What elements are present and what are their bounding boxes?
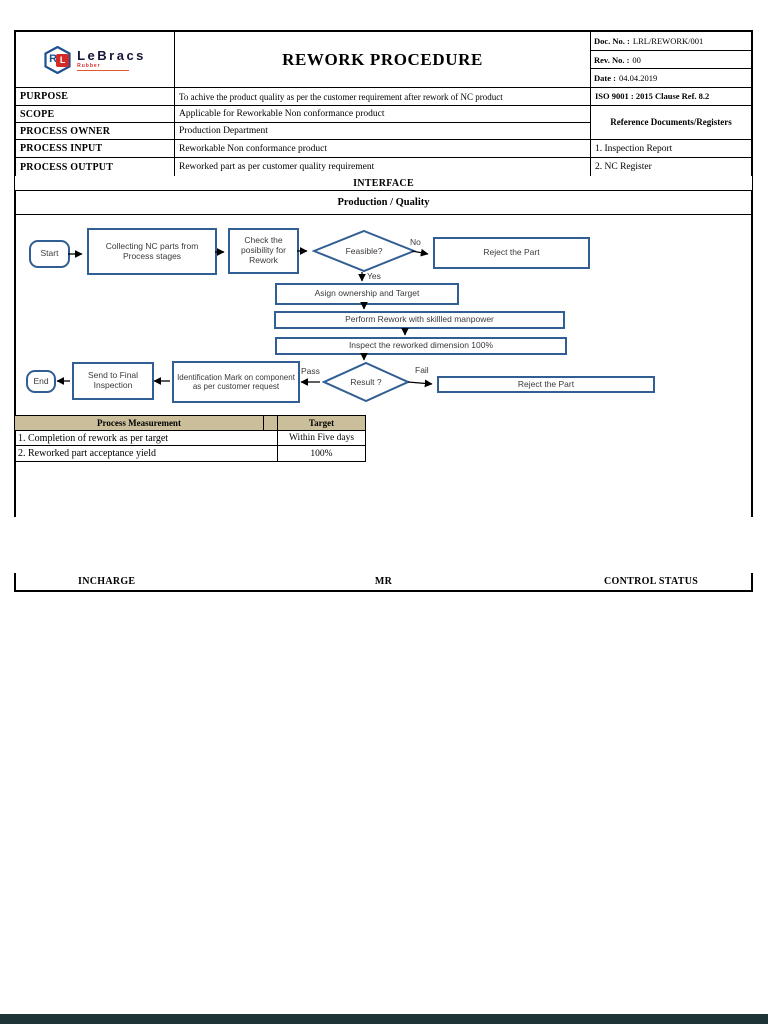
measurement-row-2-target: 100% — [310, 448, 333, 459]
flowchart-area: Start Collecting NC parts from Process s… — [14, 215, 753, 517]
flow-feasible-text: Feasible? — [345, 246, 383, 256]
page-bottom-edge-bar — [0, 1014, 768, 1024]
scope-label: SCOPE — [16, 106, 175, 123]
flow-pass-label: Pass — [301, 366, 320, 376]
logo-monogram-blue: R — [49, 52, 58, 65]
production-quality-header: Production / Quality — [14, 191, 753, 215]
purpose-label: PURPOSE — [16, 88, 175, 106]
measurement-row-2-name: 2. Reworked part acceptance yield — [15, 446, 278, 461]
flow-result-decision: Result ? — [322, 361, 410, 403]
measurement-row-1-name: 1. Completion of rework as per target — [15, 431, 278, 446]
process-output-value: Reworked part as per customer quality re… — [175, 158, 591, 176]
rev-number-value: 00 — [632, 54, 641, 65]
flow-fail-label: Fail — [415, 365, 429, 375]
flow-perform-rework-node: Perform Rework with skillled manpower — [274, 311, 565, 329]
logo-text: LeBracs Rubber — [77, 49, 146, 71]
flow-end-node: End — [26, 370, 56, 393]
flow-no-label: No — [410, 237, 421, 247]
flow-start-node: Start — [29, 240, 70, 268]
doc-meta: Doc. No. : LRL/REWORK/001 Rev. No. : 00 … — [591, 32, 751, 88]
interface-header: INTERFACE — [14, 176, 753, 191]
document-header-table: R L LeBracs Rubber REWORK PROCEDURE Doc.… — [14, 30, 753, 178]
flow-result-text: Result ? — [350, 377, 382, 387]
flow-reject-part-bottom-node: Reject the Part — [437, 376, 655, 393]
flow-check-possibility-node: Check the posibility for Rework — [228, 228, 299, 274]
reference-doc-1: 1. Inspection Report — [591, 140, 751, 158]
logo-monogram-red: L — [56, 53, 70, 67]
reference-documents-label: Reference Documents/Registers — [591, 106, 751, 140]
mr-label: MR — [374, 576, 393, 587]
process-input-label: PROCESS INPUT — [16, 140, 175, 158]
iso-clause-ref: ISO 9001 : 2015 Clause Ref. 8.2 — [591, 88, 751, 106]
flow-identification-mark-node: Identification Mark on component as per … — [172, 361, 300, 403]
logo-cell: R L LeBracs Rubber — [16, 32, 175, 88]
flow-reject-part-top-node: Reject the Part — [433, 237, 590, 269]
process-output-label: PROCESS OUTPUT — [16, 158, 175, 176]
process-measurement-table: Process Measurement Target 1. Completion… — [14, 415, 366, 462]
doc-number-value: LRL/REWORK/001 — [632, 35, 704, 46]
date-label: Date : — [594, 73, 616, 84]
doc-number-label: Doc. No. : — [594, 35, 630, 46]
doc-number-row: Doc. No. : LRL/REWORK/001 — [591, 32, 751, 51]
reference-doc-2: 2. NC Register — [595, 162, 652, 172]
target-col-header: Target — [278, 416, 365, 431]
measurement-row-1-target: Within Five days — [278, 431, 365, 446]
rev-number-row: Rev. No. : 00 — [591, 51, 751, 70]
lebracs-logo: R L LeBracs Rubber — [44, 45, 146, 74]
control-status-label: CONTROL STATUS — [604, 576, 699, 587]
date-value: 04.04.2019 — [618, 73, 658, 84]
purpose-value: To achive the product quality as per the… — [175, 88, 591, 106]
date-row: Date : 04.04.2019 — [591, 69, 751, 87]
measurement-col-header: Process Measurement — [15, 416, 264, 431]
incharge-label: INCHARGE — [78, 576, 136, 587]
flow-feasible-decision: Feasible? — [312, 229, 416, 273]
process-input-value: Reworkable Non conformance product — [175, 140, 591, 158]
signature-footer: INCHARGE MR CONTROL STATUS — [14, 573, 753, 592]
flow-collect-nc-parts-node: Collecting NC parts from Process stages — [87, 228, 217, 275]
brand-name: LeBracs — [77, 47, 146, 63]
process-owner-value: Production Department — [175, 123, 591, 140]
measurement-spacer-header — [264, 416, 278, 431]
process-owner-label: PROCESS OWNER — [16, 123, 175, 140]
flow-inspect-dimension-node: Inspect the reworked dimension 100% — [275, 337, 567, 355]
lebracs-logo-icon: R L — [44, 45, 71, 74]
flow-assign-ownership-node: Asign ownership and Target — [275, 283, 459, 305]
flow-yes-label: Yes — [367, 271, 381, 281]
brand-subtitle: Rubber — [77, 63, 130, 71]
page-title: REWORK PROCEDURE — [175, 32, 591, 88]
flow-send-final-inspection-node: Send to Final Inspection — [72, 362, 154, 400]
rev-number-label: Rev. No. : — [594, 54, 630, 65]
scope-value: Applicable for Reworkable Non conformanc… — [175, 106, 591, 123]
